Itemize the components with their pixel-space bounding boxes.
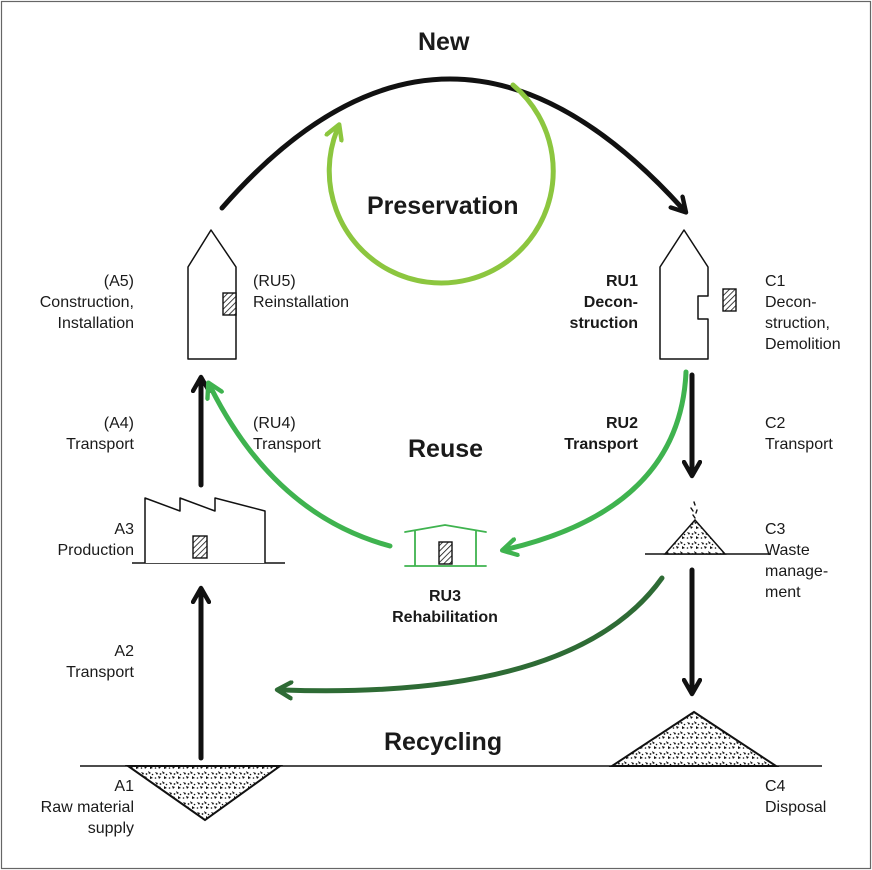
waste-dust-icon — [690, 501, 698, 519]
raw-material-pit-icon — [124, 765, 284, 822]
stage-a3-label: A3 Production — [57, 521, 135, 559]
preservation-cycle-label: Preservation — [367, 192, 519, 220]
preservation-loop-arrow — [329, 82, 556, 286]
reuse-arrow-ru3-to-ru5 — [211, 388, 393, 549]
stage-a5-label: (A5) Construction, Installation — [39, 273, 134, 332]
component-hatch-icon — [222, 292, 237, 316]
stage-ru4-label: (RU4) Transport — [253, 415, 321, 453]
component-hatch-icon — [438, 541, 453, 565]
stage-ru2-label: RU2 Transport — [564, 415, 638, 453]
building-new-icon — [187, 229, 237, 360]
factory-icon — [144, 497, 266, 563]
rehabilitation-shelter-icon — [404, 524, 487, 567]
stage-ru1-label: RU1 Decon- struction — [569, 273, 638, 332]
stage-a1-label: A1 Raw material supply — [40, 778, 134, 837]
new-cycle-arrow — [219, 76, 682, 208]
disposal-pile-icon — [608, 710, 780, 767]
new-cycle-label: New — [418, 28, 470, 56]
waste-pile-icon — [663, 518, 727, 555]
stage-c1-label: C1 Decon- struction, Demolition — [765, 273, 841, 353]
stage-c3-label: C3 Waste manage- ment — [765, 521, 829, 601]
stage-a4-label: (A4) Transport — [66, 415, 134, 453]
component-hatch-icon — [722, 288, 737, 312]
stage-ru5-label: (RU5) Reinstallation — [253, 273, 350, 311]
reuse-arrow-ru2-to-ru3 — [508, 369, 689, 549]
building-deconstruction-icon — [659, 229, 709, 360]
stage-c2-label: C2 Transport — [765, 415, 833, 453]
stage-ru3-label: RU3 Rehabilitation — [392, 588, 498, 626]
component-hatch-icon — [192, 535, 208, 559]
stage-c4-label: C4 Disposal — [765, 778, 827, 816]
recycling-cycle-label: Recycling — [384, 728, 503, 756]
reuse-cycle-label: Reuse — [408, 435, 484, 463]
stage-a2-label: A2 Transport — [66, 643, 134, 681]
recycling-arrow — [283, 575, 665, 691]
